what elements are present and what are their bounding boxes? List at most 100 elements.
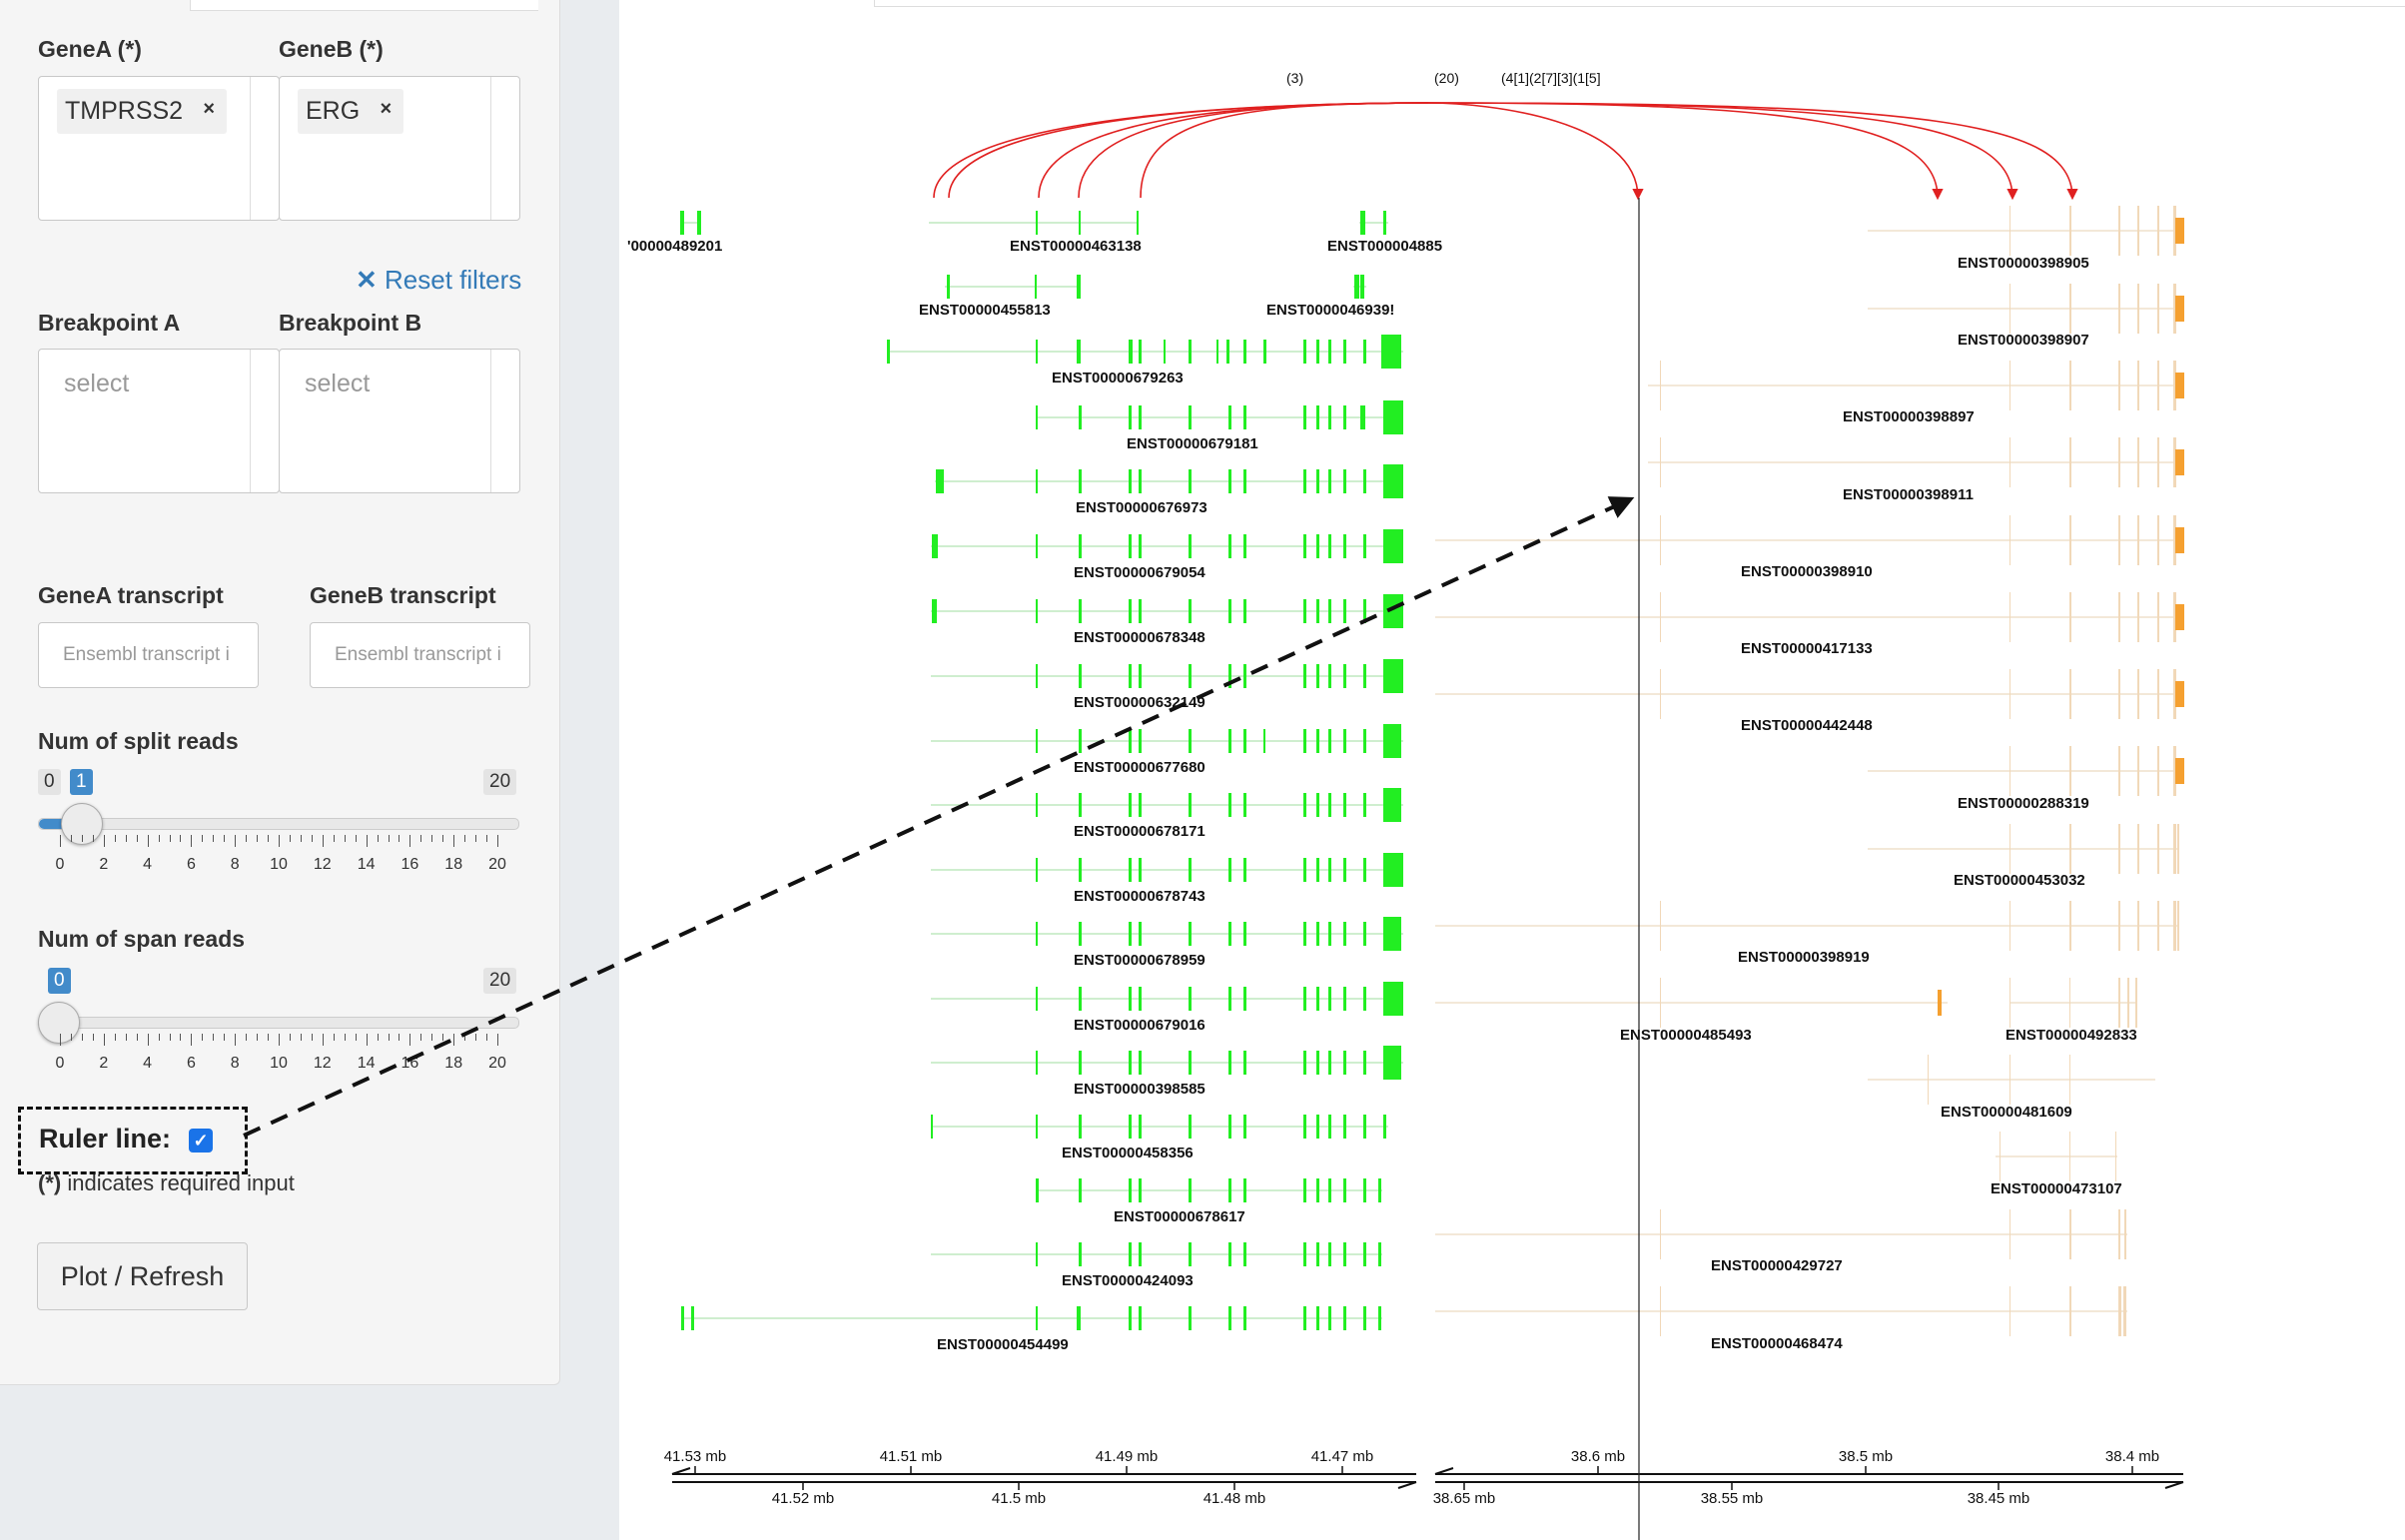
exon [1328, 1115, 1331, 1139]
exon [1328, 729, 1331, 753]
exon [1077, 275, 1081, 299]
exon [2118, 361, 2120, 410]
slider-tick [464, 835, 466, 842]
exon [1316, 534, 1319, 558]
exon [1328, 1051, 1331, 1075]
breakpointA-select-scrollbar[interactable] [250, 350, 279, 492]
split-reads-slider-track[interactable] [38, 818, 519, 830]
transcript-label: ENST00000679263 [1052, 370, 1184, 386]
exon [1343, 534, 1346, 558]
exon [1129, 729, 1132, 753]
exon [2157, 746, 2159, 796]
exon [2177, 824, 2179, 874]
exon [1036, 729, 1038, 753]
geneB-transcript: ENST00000473107 [1991, 1132, 2122, 1197]
exon [1363, 922, 1366, 946]
exon [1303, 534, 1306, 558]
exon [1189, 922, 1192, 946]
plot-refresh-button[interactable]: Plot / Refresh [37, 1242, 248, 1310]
slider-tick [399, 1034, 401, 1041]
slider-tick-label: 8 [230, 856, 240, 873]
exon [1343, 1115, 1346, 1139]
exon [2137, 746, 2139, 796]
exon [1036, 1242, 1038, 1266]
exon [2118, 978, 2120, 1028]
plot-top-tab [874, 0, 2405, 7]
exon [1243, 729, 1246, 753]
remove-geneB-tag-icon[interactable]: × [380, 98, 393, 120]
fusion-plot-panel [619, 0, 2405, 1540]
exon [2175, 218, 2184, 244]
split-reads-value-badge: 1 [70, 769, 93, 795]
exon [1036, 1051, 1038, 1075]
geneB-transcript-input[interactable]: Ensembl transcript i [310, 622, 530, 688]
geneB-transcript: ENST00000492833 [2005, 978, 2137, 1044]
exon [1243, 1051, 1246, 1075]
remove-geneA-tag-icon[interactable]: × [203, 98, 216, 120]
reset-filters-link[interactable]: ✕ Reset filters [356, 265, 521, 296]
slider-tick-label: 0 [55, 1055, 65, 1072]
slider-tick [279, 1034, 280, 1046]
axis-tick-label: 41.47 mb [1311, 1448, 1374, 1465]
required-note-text: indicates required input [61, 1170, 295, 1195]
transcript-label: ENST00000678348 [1074, 629, 1205, 646]
slider-tick [344, 1034, 346, 1041]
exon [1343, 664, 1346, 688]
exon [1139, 729, 1142, 753]
exon [2124, 1209, 2126, 1259]
exon [1036, 469, 1038, 493]
exon [1036, 793, 1038, 817]
exon [1189, 793, 1192, 817]
exon [1383, 853, 1403, 887]
geneB-select-scrollbar[interactable] [490, 77, 519, 220]
exon [1660, 1286, 1661, 1336]
geneB-select[interactable]: ERG × [279, 76, 520, 221]
breakpointB-select[interactable]: select [279, 349, 520, 493]
slider-tick [158, 1034, 160, 1041]
exon [2115, 1132, 2116, 1181]
slider-tick-label: 12 [313, 1055, 332, 1072]
exon [1189, 340, 1192, 364]
exon [2118, 901, 2120, 951]
exon [1139, 1178, 1142, 1202]
exon [1363, 599, 1366, 623]
breakpointB-select-scrollbar[interactable] [490, 350, 519, 492]
slider-tick-label: 2 [99, 1055, 109, 1072]
transcript-label: ENST00000679054 [1074, 564, 1205, 581]
exon [1079, 664, 1082, 688]
exon [1354, 275, 1359, 299]
read-count-label: (20) [1434, 70, 1459, 86]
exon [1189, 1242, 1192, 1266]
exon [2173, 515, 2176, 565]
geneB-transcript: ENST00000453032 [1868, 824, 2179, 889]
exon [1036, 211, 1038, 235]
geneA-transcript: ENST00000458356 [931, 1115, 1388, 1161]
slider-tick [92, 835, 94, 842]
exon [1343, 729, 1346, 753]
exon [1139, 987, 1142, 1011]
transcript-label: ENST00000679181 [1127, 435, 1258, 452]
slider-tick [169, 835, 171, 842]
transcript-label: ENST00000417133 [1741, 640, 1873, 657]
exon [1363, 729, 1366, 753]
breakpointB-label: Breakpoint B [279, 310, 422, 336]
geneA-select-scrollbar[interactable] [250, 77, 279, 220]
exon [1139, 922, 1142, 946]
span-reads-slider-handle[interactable] [38, 1002, 80, 1044]
ruler-line-checkbox[interactable]: ✓ [189, 1129, 213, 1153]
transcript-label: ENST00000398919 [1738, 949, 1870, 966]
exon [2137, 361, 2139, 410]
fusion-arc [1427, 102, 2018, 201]
slider-tick [453, 835, 455, 847]
exon [1228, 793, 1231, 817]
exon [2009, 746, 2010, 796]
exon [1263, 340, 1266, 364]
geneA-transcript-input[interactable]: Ensembl transcript i [38, 622, 259, 688]
exon [2069, 1286, 2071, 1336]
exon [1036, 599, 1038, 623]
exon [1129, 1242, 1132, 1266]
geneA-transcript: ENST00000677680 [931, 724, 1403, 776]
geneA-select[interactable]: TMPRSS2 × [38, 76, 280, 221]
exon [2137, 437, 2139, 487]
